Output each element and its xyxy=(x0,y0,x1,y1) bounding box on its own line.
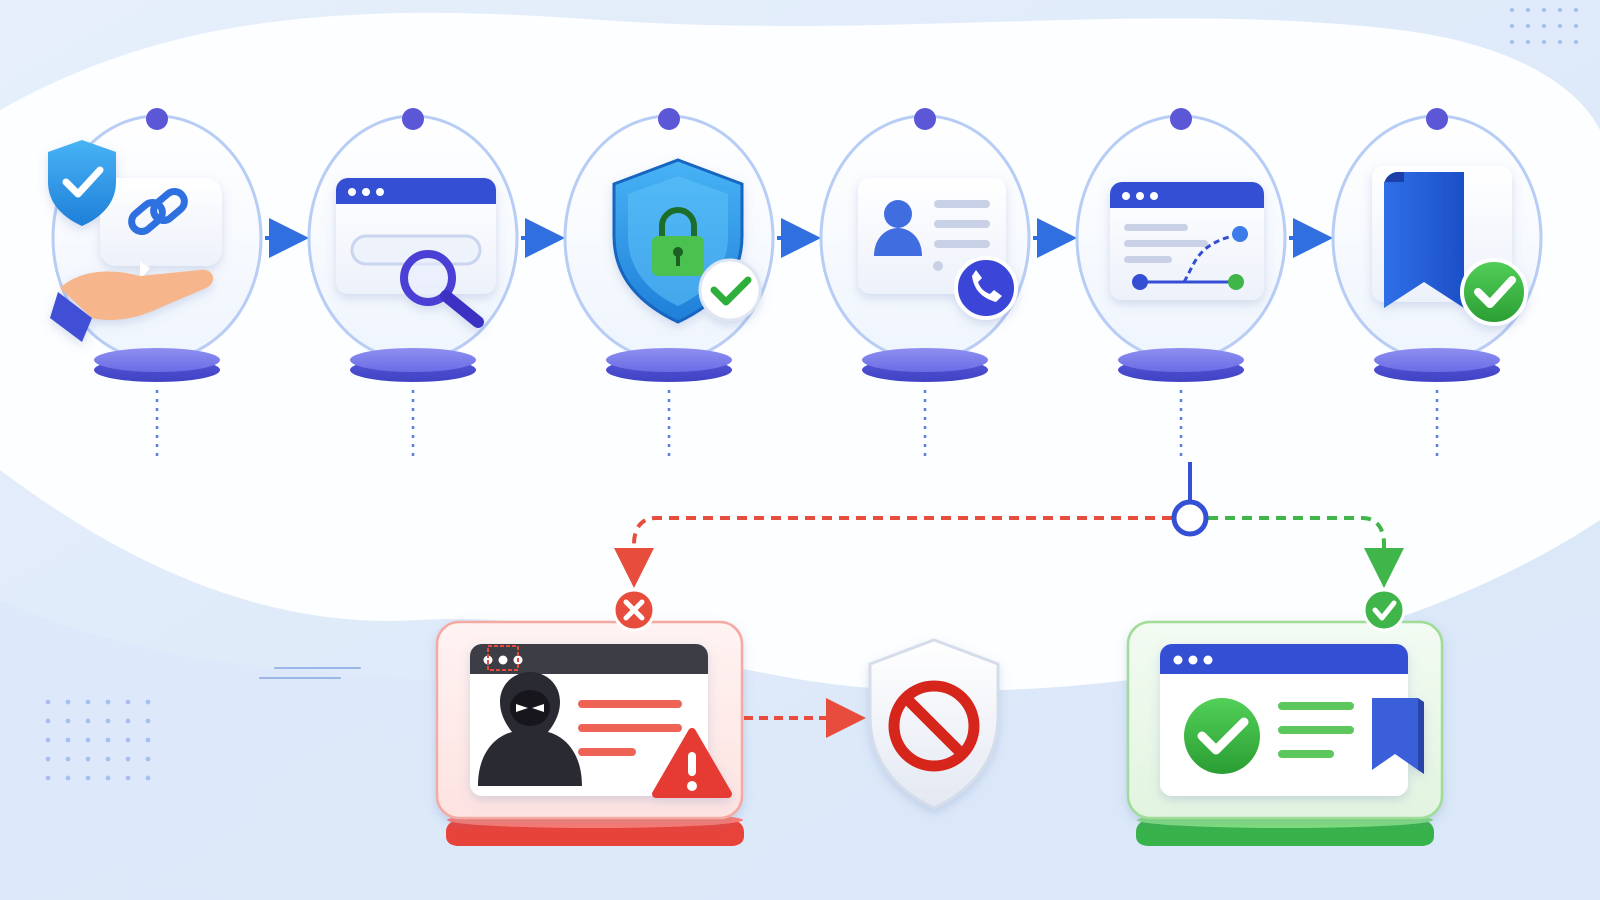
hacker-warning-browser-icon xyxy=(470,644,732,798)
decor-dot xyxy=(45,756,51,762)
decor-dots-left xyxy=(45,699,151,781)
browser-route-icon xyxy=(1110,182,1264,300)
browser-search-icon xyxy=(336,178,496,328)
step-pin xyxy=(914,108,936,130)
decor-dot xyxy=(85,699,91,705)
decor-dot xyxy=(145,737,151,743)
step-pedestal xyxy=(862,348,988,372)
decor-dot xyxy=(1541,39,1547,45)
decor-dot xyxy=(65,756,71,762)
decor-dot xyxy=(85,718,91,724)
decor-dot xyxy=(1557,39,1563,45)
decor-dot xyxy=(1525,7,1531,13)
bookmark-check-icon xyxy=(1372,166,1528,326)
decor-dot xyxy=(45,718,51,724)
decor-dot xyxy=(125,737,131,743)
decor-dot xyxy=(125,699,131,705)
decor-dot xyxy=(1525,39,1531,45)
step-pedestal xyxy=(606,348,732,372)
decor-dot xyxy=(105,718,111,724)
decor-dot xyxy=(125,718,131,724)
decor-dot xyxy=(1541,7,1547,13)
decor-dot xyxy=(65,737,71,743)
decor-dot xyxy=(1573,7,1579,13)
decor-dot xyxy=(1573,23,1579,29)
step-pedestal xyxy=(1118,348,1244,372)
shield-check-link-hand-icon xyxy=(48,140,222,342)
decor-dot xyxy=(65,718,71,724)
decor-dot xyxy=(45,737,51,743)
decor-dot xyxy=(85,737,91,743)
background-wave xyxy=(0,12,1600,691)
step-pedestal xyxy=(350,348,476,372)
step-pin xyxy=(146,108,168,130)
decor-dot xyxy=(105,737,111,743)
unsafe-branch-path xyxy=(614,516,1172,588)
decor-dot xyxy=(1557,7,1563,13)
decor-dot xyxy=(1509,7,1515,13)
decor-dot xyxy=(105,775,111,781)
branch-node xyxy=(1171,499,1209,537)
decor-dot xyxy=(125,775,131,781)
step-pin xyxy=(658,108,680,130)
x-circle-icon xyxy=(612,588,656,632)
safe-result-panel xyxy=(1126,588,1444,846)
safe-branch-path xyxy=(1208,516,1404,588)
decor-dot xyxy=(1541,23,1547,29)
step-pedestal xyxy=(1374,348,1500,372)
decor-dot xyxy=(1509,23,1515,29)
step-pin xyxy=(1426,108,1448,130)
decor-dot xyxy=(1509,39,1515,45)
decor-dot xyxy=(145,756,151,762)
step-pedestal xyxy=(94,348,220,372)
blocked-shield-icon xyxy=(868,638,1000,810)
shield-lock-check-icon xyxy=(612,158,762,324)
step-pin xyxy=(402,108,424,130)
decor-dot xyxy=(85,756,91,762)
decor-dot xyxy=(65,775,71,781)
decor-dot xyxy=(45,775,51,781)
decor-dot xyxy=(145,699,151,705)
unsafe-result-panel xyxy=(435,588,744,846)
decor-dot xyxy=(85,775,91,781)
contact-card-phone-icon xyxy=(858,178,1018,320)
decor-dot xyxy=(105,756,111,762)
decor-dot xyxy=(145,718,151,724)
decor-dots-right xyxy=(1509,7,1579,45)
decor-lines xyxy=(259,667,361,679)
decor-dot xyxy=(145,775,151,781)
decor-dot xyxy=(105,699,111,705)
decor-dot xyxy=(1525,23,1531,29)
decor-dot xyxy=(1557,23,1563,29)
step-pin xyxy=(1170,108,1192,130)
decor-dot xyxy=(45,699,51,705)
branch-connector xyxy=(614,462,1404,588)
verified-browser-bookmark-icon xyxy=(1160,644,1424,796)
decor-dot xyxy=(65,699,71,705)
decor-dot xyxy=(1573,39,1579,45)
decor-dot xyxy=(125,756,131,762)
check-circle-icon xyxy=(1362,588,1406,632)
